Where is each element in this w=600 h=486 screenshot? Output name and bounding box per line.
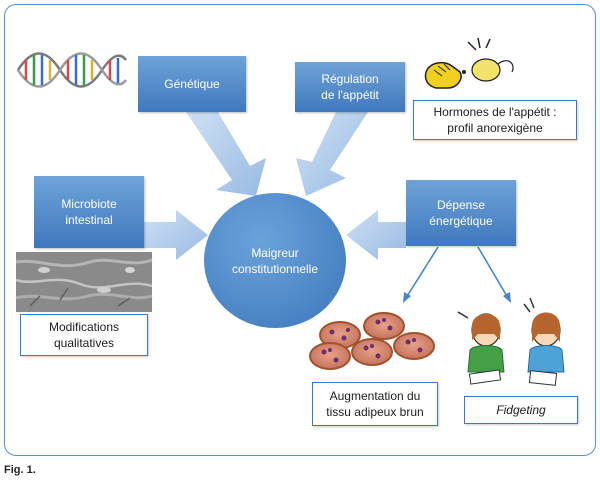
node-regulation-label-line2: de l'appétit: [321, 88, 379, 102]
person-left: [457, 311, 505, 385]
arrow-depense-to-center: [346, 210, 406, 260]
arrow-microbiote-to-center: [144, 210, 208, 260]
fidgeting-cartoon: [457, 297, 565, 386]
dna-illustration: [16, 52, 127, 88]
node-genetique: Génétique: [138, 56, 246, 112]
label-modifications-qualitatives: Modifications qualitatives: [20, 314, 148, 356]
node-depense-energetique: Dépense énergétique: [406, 180, 516, 246]
person-right: [523, 297, 565, 386]
arrow-depense-to-fidgeting: [477, 246, 509, 299]
label-hormones-appetit: Hormones de l'appétit : profil anorexigè…: [413, 100, 577, 140]
node-maigreur-constitutionnelle: Maigreur constitutionnelle: [204, 193, 346, 328]
appetite-hand-cartoon: [424, 37, 514, 89]
arrowhead-fidgeting: [503, 292, 511, 303]
brown-fat-cells-illustration: [309, 312, 435, 370]
arrow-regulation-to-center: [296, 112, 368, 196]
label-modifications-line1: Modifications: [48, 320, 120, 334]
node-genetique-label: Génétique: [164, 77, 220, 91]
arrow-genetique-to-center: [186, 112, 266, 196]
label-augmentation-line1: Augmentation du: [329, 389, 421, 403]
fat-cell-droplets: [321, 318, 423, 363]
node-microbiote-intestinal: Microbiote intestinal: [34, 176, 144, 248]
node-regulation-label-line1: Régulation: [321, 72, 379, 86]
label-hormones-line1: Hormones de l'appétit :: [433, 105, 557, 119]
node-regulation-appetit: Régulation de l'appétit: [295, 62, 405, 112]
node-depense-label-line2: énergétique: [429, 214, 493, 228]
label-augmentation-tissu-adipeux-brun: Augmentation du tissu adipeux brun: [312, 382, 438, 426]
node-depense-label-line1: Dépense: [436, 198, 486, 212]
label-hormones-line2: profil anorexigène: [447, 121, 543, 135]
figure-caption: Fig. 1.: [4, 464, 36, 476]
node-microbiote-label-line2: intestinal: [65, 213, 113, 227]
microscope-image: [15, 252, 153, 312]
label-fidgeting-text: Fidgeting: [496, 403, 546, 417]
node-center-label: Maigreur constitutionnelle: [231, 245, 319, 276]
label-fidgeting: Fidgeting: [464, 396, 578, 424]
label-augmentation-line2: tissu adipeux brun: [326, 405, 424, 419]
node-microbiote-label-line1: Microbiote: [61, 197, 117, 211]
arrowhead-adipeux: [403, 292, 411, 303]
arrow-depense-to-adipeux: [405, 246, 439, 299]
label-modifications-line2: qualitatives: [53, 336, 115, 350]
